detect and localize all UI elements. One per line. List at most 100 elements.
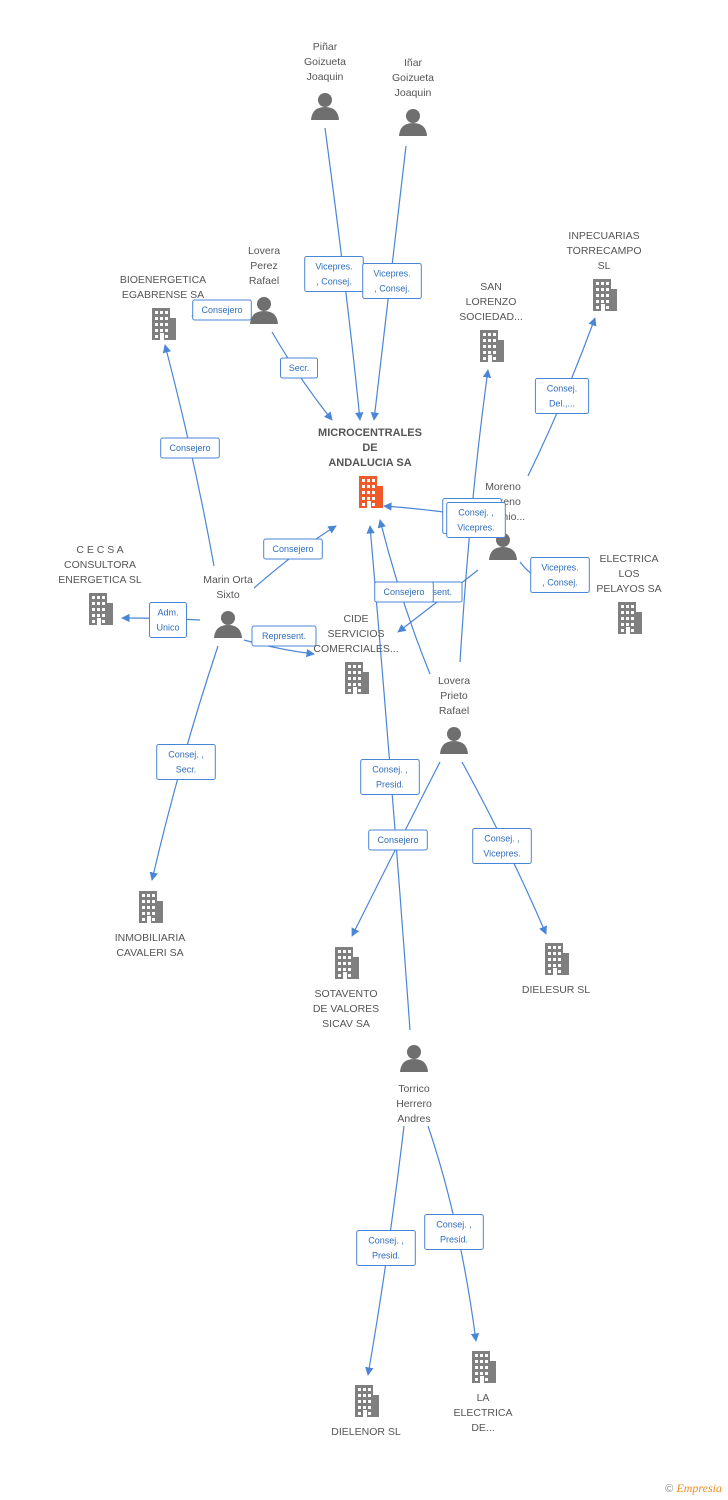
edge-label-lovera_prieto-san_lorenzo[interactable]: Consej. , Vicepres. [446,502,506,538]
edge-label-lovera_prieto-dielesur[interactable]: Consej. , Vicepres. [472,828,532,864]
node-label: SL [598,260,611,272]
node-label: DIELESUR SL [522,984,590,996]
node-label: C E C S A [76,544,123,556]
person-icon [311,93,339,120]
edge-label-pinar-main[interactable]: Vicepres. , Consej. [304,256,364,292]
edge-label-text: Secr. [176,765,197,775]
building-icon [335,947,359,979]
node-label: CIDE [343,613,368,625]
edge-label-marin-cide[interactable]: Represent. [251,625,317,647]
edge-label-text: Consej. , [168,750,204,760]
edge-label-text: Consej. , [484,834,520,844]
node-label: Sixto [216,589,240,601]
edge-label-text: Represent. [262,631,306,641]
edge-label-text: Consej. , [372,765,408,775]
edge-label-marin-inmobiliaria[interactable]: Consej. , Secr. [156,744,216,780]
node-label: SOTAVENTO [314,988,377,1000]
building-icon [545,943,569,975]
edge-label-text: Vicepres. [373,269,410,279]
edge-marin-cide [243,639,315,658]
edge-label-text: Vicepres. [483,849,520,859]
node-label: Goizueta [392,72,434,84]
edge-label-text: , Consej. [542,578,578,588]
edge-label-text: Consejero [383,587,424,597]
edge-label-lovera_perez-bioenergetica[interactable]: Consejero [192,299,252,321]
edge-label-marin-main[interactable]: Consejero [263,538,323,560]
node-label: Joaquin [307,71,344,83]
building-icon [593,279,617,311]
node-label: Perez [250,260,277,272]
edge-label-marin-cecsa[interactable]: Adm.Unico [149,602,187,638]
edge-label-text: Presid. [376,780,404,790]
edge-label-text: Consej. , [458,508,494,518]
person-icon [440,727,468,754]
edge-label-torrico-dielenor[interactable]: Consej. ,Presid. [356,1230,416,1266]
node-label: Joaquin [395,87,432,99]
node-label: SAN [480,281,502,293]
edge-label-text: Presid. [372,1251,400,1261]
node-label: SICAV SA [322,1018,370,1030]
edge-label-lovera_prieto-main[interactable]: Consejero [374,581,434,603]
node-label: DE [362,442,377,454]
node-label: SOCIEDAD... [459,311,523,323]
edge-label-marin-bioenergetica[interactable]: Consejero [160,437,220,459]
node-label: Andres [397,1113,430,1125]
node-label: Moreno [485,481,521,493]
node-label: Rafael [249,275,279,287]
building-icon [345,662,369,694]
edge-label-text: Presid. [440,1235,468,1245]
building-icon [359,476,383,508]
node-label: INPECUARIAS [568,230,639,242]
node-label: ANDALUCIA SA [328,457,411,469]
edge-label-moreno-electrica_pelayos[interactable]: Vicepres., Consej. [530,557,590,593]
edge-label-text: Secr. [289,363,310,373]
person-icon [400,1045,428,1072]
node-label: CONSULTORA [64,559,136,571]
node-label: Prieto [440,690,468,702]
edge-label-lovera_prieto-sotavento[interactable]: Consejero [368,829,428,851]
edge-label-torrico-main[interactable]: Consej. , Presid. [360,759,420,795]
node-san-lorenzo[interactable]: SAN LORENZO SOCIEDAD... [459,281,523,362]
building-icon [472,1351,496,1383]
edge-label-text: , Consej. [316,277,352,287]
edge-label-text: Consejero [377,835,418,845]
edge-labels-layer: Vicepres. , Consej. Vicepres. , Consej. Cons… [149,256,590,1266]
edge-label-lovera_perez-main[interactable]: Secr. [280,357,318,379]
node-dielenor[interactable]: DIELENOR SL [331,1385,401,1438]
node-label: PELAYOS SA [596,583,661,595]
edge-label-inar-main[interactable]: Vicepres., Consej. [362,263,422,299]
edge-label-text: Consejero [169,443,210,453]
building-icon [618,602,642,634]
node-label: BIOENERGETICA [120,274,206,286]
edge-label-text: Vicepres. [315,262,352,272]
node-label: LA [477,1392,490,1404]
edge-label-text: Consejero [272,544,313,554]
edge-label-moreno-inpecuarias[interactable]: Consej.Del.,... [534,378,590,414]
node-label: LORENZO [466,296,517,308]
edge-label-text: Consej. [547,384,578,394]
node-label: INMOBILIARIA [115,932,186,944]
building-icon [480,330,504,362]
footer-brand[interactable]: © Empresia [665,1481,722,1496]
node-dielesur[interactable]: DIELESUR SL [522,943,590,996]
person-icon [399,109,427,136]
node-cide[interactable]: CIDESERVICIOSCOMERCIALES... [313,613,399,694]
edge-label-text: Vicepres. [457,523,494,533]
edge-label-torrico-la_electrica[interactable]: Consej. ,Presid. [424,1214,484,1250]
node-la-electrica[interactable]: LAELECTRICADE... [454,1351,513,1434]
